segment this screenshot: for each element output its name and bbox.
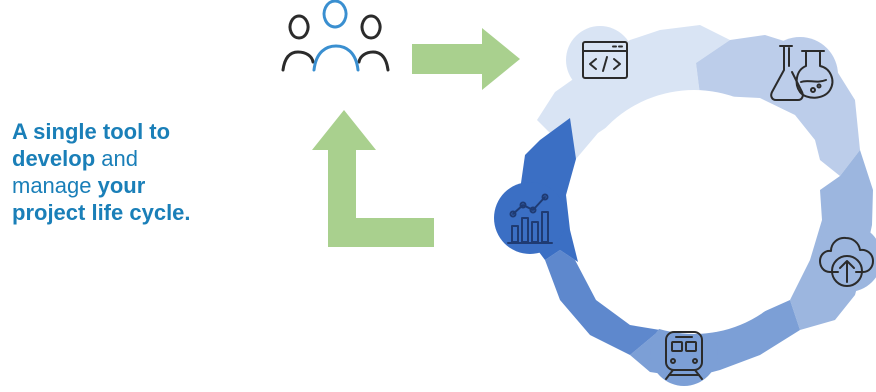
lab-flask-icon <box>770 45 834 101</box>
tagline-line-2: develop and <box>12 145 292 172</box>
tagline-develop: develop <box>12 146 96 171</box>
tagline-line-1: A single tool to <box>12 119 171 144</box>
tagline-and: and <box>95 146 138 171</box>
analytics-chart-icon <box>507 193 553 244</box>
tagline-manage: manage <box>12 173 98 198</box>
people-team-icon <box>281 0 390 72</box>
bulge-code <box>566 26 634 94</box>
tagline-line-4: project life cycle. <box>12 200 191 225</box>
train-icon <box>665 331 703 380</box>
code-window-icon <box>582 41 628 79</box>
arrow-return-up <box>312 110 434 247</box>
segment-operate <box>545 250 660 355</box>
tagline-your: your <box>97 173 146 198</box>
ring-center <box>572 90 816 334</box>
bulge-test <box>762 37 838 113</box>
tagline: A single tool to develop and manage your… <box>12 118 292 226</box>
arrow-right <box>412 28 520 90</box>
tagline-line-3: manage your <box>12 172 292 199</box>
segment-code <box>537 25 730 159</box>
cloud-upload-icon <box>819 236 874 287</box>
